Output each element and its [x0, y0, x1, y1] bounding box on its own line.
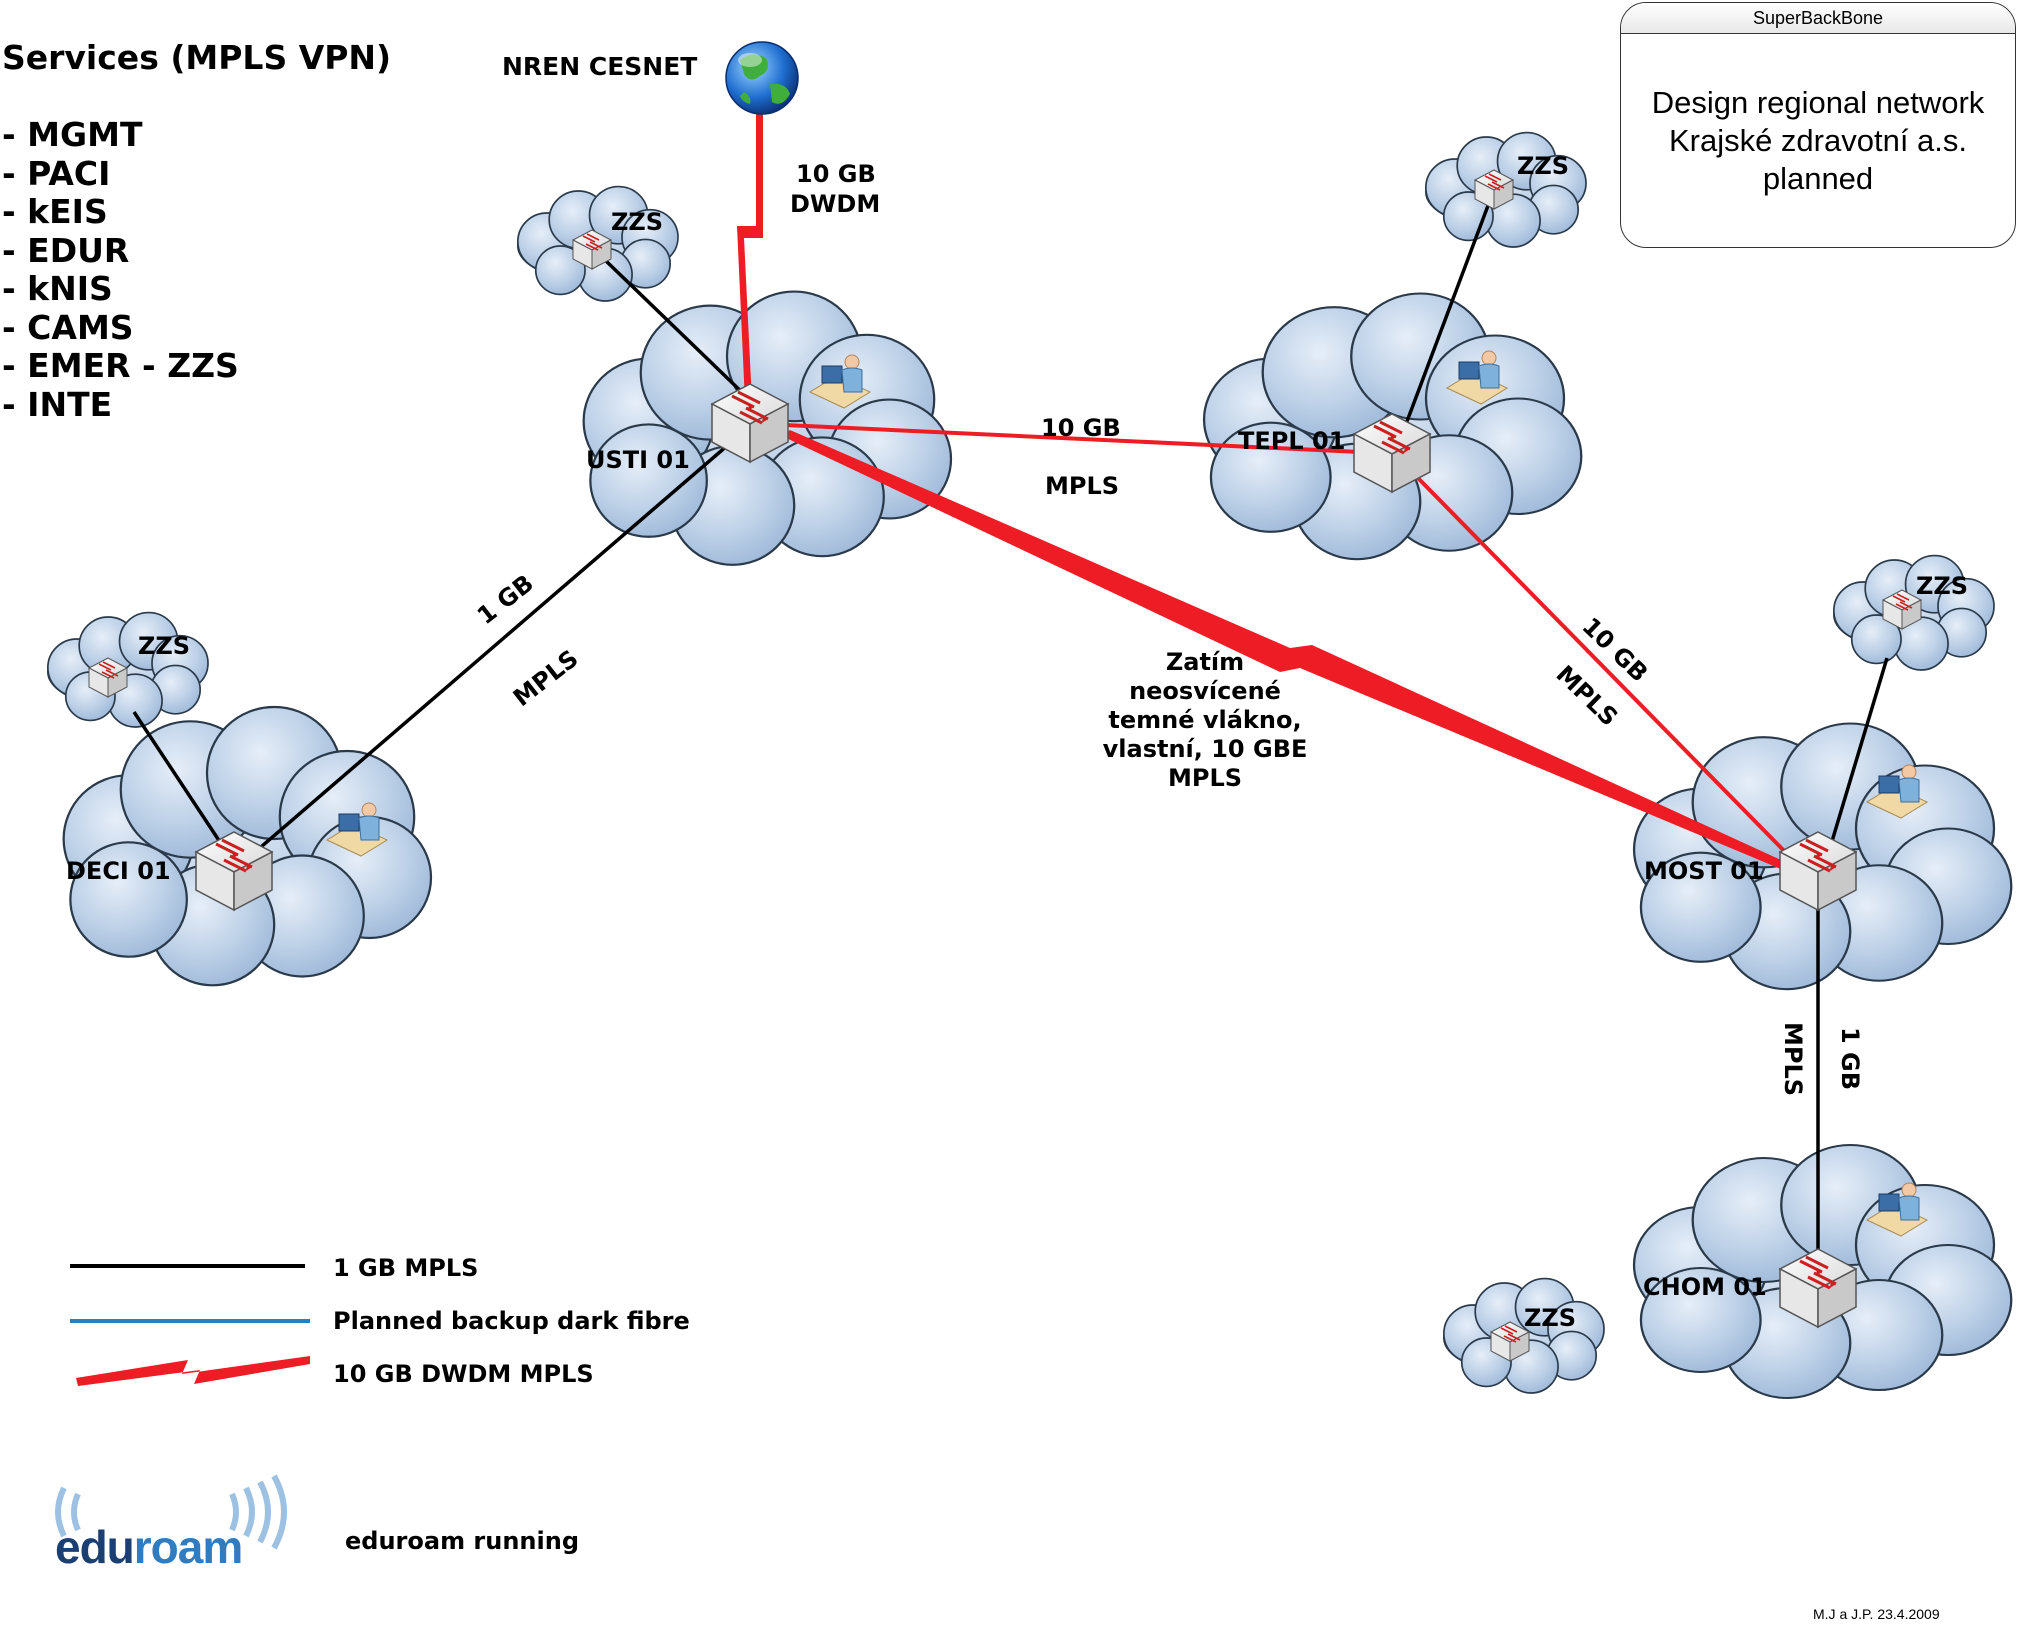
title-box-header: SuperBackBone [1621, 3, 2015, 34]
link-usti-most-dark-fibre [782, 430, 1794, 872]
dark-fibre-note: Zatím neosvícené temné vlákno, vlastní, … [1080, 648, 1330, 793]
zzs-label: ZZS [1517, 152, 1570, 180]
link-deci-zzs [132, 711, 224, 846]
node-label-deci: DECI 01 [66, 857, 171, 885]
link-label-usti-tepl-tech: MPLS [1045, 472, 1120, 500]
service-item: - EDUR [2, 230, 130, 270]
eduroam-note: eduroam running [345, 1527, 580, 1555]
node-label-most: MOST 01 [1644, 857, 1764, 885]
dark-fibre-note-line: vlastní, 10 GBE [1102, 735, 1308, 763]
link-label-nren-tech: DWDM [790, 190, 881, 218]
eduroam-logo: eduroam [55, 1488, 295, 1574]
service-item: - kNIS [2, 269, 113, 308]
dark-fibre-note-line: neosvícené [1129, 677, 1281, 705]
link-usti-deci [238, 443, 730, 867]
links-red [784, 423, 1797, 864]
legend-label-red: 10 GB DWDM MPLS [333, 1360, 594, 1388]
title-box-line: Design regional network [1651, 85, 1985, 120]
link-usti-tepl [784, 423, 1361, 454]
services-title: Services (MPLS VPN) [2, 38, 392, 77]
legend-red-lightning [76, 1356, 310, 1386]
service-item: - EMER - ZZS [2, 346, 239, 385]
globe-icon [725, 41, 799, 115]
links-black [132, 194, 1889, 1268]
service-item: - kEIS [2, 192, 108, 231]
link-nren-usti [737, 95, 763, 402]
dark-fibre-note-line: MPLS [1167, 764, 1243, 792]
zzs-label: ZZS [1916, 572, 1969, 600]
eduroam-logo-arcs [55, 1474, 287, 1550]
zzs-label: ZZS [138, 632, 191, 660]
link-label-most-chom-tech: MPLS [1779, 1022, 1807, 1097]
cloud-zzs-deci [47, 611, 209, 728]
legend-label-blue: Planned backup dark fibre [333, 1307, 690, 1335]
node-label-chom: CHOM 01 [1643, 1273, 1767, 1301]
legend-label-black: 1 GB MPLS [333, 1254, 479, 1282]
service-item: - PACI [2, 153, 111, 193]
node-label-usti: USTI 01 [586, 446, 690, 474]
eduroam-logo-text-roam: roam [133, 1521, 243, 1573]
service-item: - CAMS [2, 307, 134, 347]
link-label-most-chom-speed: 1 GB [1836, 1027, 1864, 1091]
title-box-line: Krajské zdravotní a.s. [1668, 123, 1968, 158]
service-item: - MGMT [2, 115, 143, 154]
eduroam-logo-text-edu: edu [55, 1521, 135, 1573]
link-most-zzs [1828, 657, 1889, 849]
node-label-tepl: TEPL 01 [1238, 427, 1346, 455]
author-footer: M.J a J.P. 23.4.2009 [1813, 1606, 1940, 1622]
link-tepl-most [1413, 473, 1797, 864]
link-tepl-zzs [1398, 194, 1494, 441]
zzs-label: ZZS [611, 208, 664, 236]
title-box-line: planned [1762, 161, 1874, 196]
title-box-body: Design regional network Krajské zdravotn… [1621, 34, 2015, 198]
link-label-usti-tepl-speed: 10 GB [1041, 414, 1121, 442]
services-list: - MGMT - PACI - kEIS - EDUR - kNIS - CAM… [2, 115, 239, 424]
service-item: - INTE [2, 384, 113, 424]
title-box: SuperBackBone Design regional network Kr… [1620, 2, 2016, 248]
zzs-label: ZZS [1524, 1304, 1577, 1332]
dark-fibre-note-line: Zatím [1165, 648, 1245, 676]
link-usti-zzs [603, 258, 752, 402]
nren-label: NREN CESNET [502, 52, 698, 81]
link-label-nren-speed: 10 GB [796, 160, 876, 188]
dark-fibre-note-line: temné vlákno, [1108, 706, 1302, 734]
